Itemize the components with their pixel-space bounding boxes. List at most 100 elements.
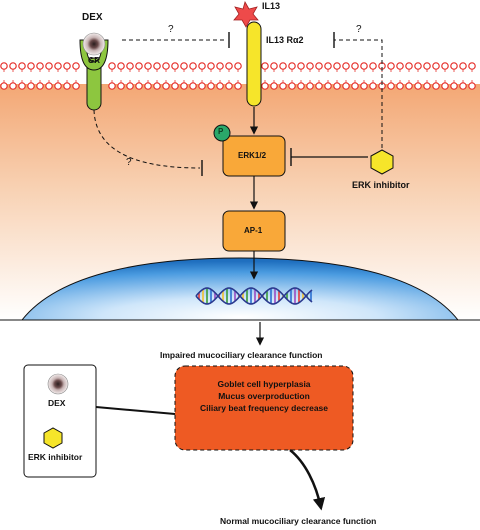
lipid-head (198, 62, 206, 70)
normal-function-label: Normal mucociliary clearance function (220, 516, 377, 526)
lipid-head (405, 62, 413, 70)
effect-ciliary: Ciliary beat frequency decrease (199, 403, 329, 413)
lipid-head (333, 62, 341, 70)
lipid-head (153, 62, 161, 70)
lipid-head (36, 62, 44, 70)
lipid-head (468, 82, 476, 90)
lipid-head (279, 62, 287, 70)
lipid-head (288, 62, 296, 70)
dex-treatment-icon (47, 373, 69, 395)
lipid-head (180, 82, 188, 90)
lipid-head (342, 82, 350, 90)
lipid-head (333, 82, 341, 90)
lipid-head (36, 82, 44, 90)
phospho-label: P (218, 127, 224, 136)
effects-list: Goblet cell hyperplasia Mucus overproduc… (175, 378, 353, 414)
lipid-head (54, 82, 62, 90)
lipid-head (162, 82, 170, 90)
dex-ligand-icon (82, 32, 106, 56)
lipid-head (387, 82, 395, 90)
lipid-head (351, 62, 359, 70)
lipid-head (45, 62, 53, 70)
lipid-head (459, 62, 467, 70)
lipid-head (45, 82, 53, 90)
lipid-head (108, 62, 116, 70)
lipid-head (144, 82, 152, 90)
lipid-head (207, 62, 215, 70)
lipid-head (234, 62, 242, 70)
lipid-head (216, 82, 224, 90)
lipid-head (387, 62, 395, 70)
lipid-head (306, 82, 314, 90)
dex-label: DEX (82, 12, 103, 23)
lipid-head (189, 62, 197, 70)
lipid-head (27, 82, 35, 90)
lipid-head (207, 82, 215, 90)
lipid-head (315, 82, 323, 90)
lipid-head (108, 82, 116, 90)
lipid-head (279, 82, 287, 90)
treatment-erk-inhibitor-label: ERK inhibitor (28, 452, 83, 462)
lipid-head (369, 62, 377, 70)
lipid-head (180, 62, 188, 70)
lipid-head (117, 82, 125, 90)
lipid-head (126, 62, 134, 70)
lipid-head (63, 82, 71, 90)
lipid-head (423, 82, 431, 90)
il13-star-icon (233, 0, 259, 28)
lipid-head (450, 82, 458, 90)
gr-label: GR (88, 56, 100, 65)
lipid-head (297, 62, 305, 70)
treatment-dex-label: DEX (48, 398, 66, 408)
lipid-head (18, 62, 26, 70)
dna-helix-icon (195, 287, 313, 305)
lipid-head (360, 62, 368, 70)
lipid-head (369, 82, 377, 90)
lipid-head (135, 62, 143, 70)
lipid-head (270, 62, 278, 70)
dashed-inhibitor-to-receptor (334, 39, 383, 148)
impaired-function-label: Impaired mucociliary clearance function (160, 350, 323, 360)
il13-receptor-label: IL13 Rα2 (266, 35, 304, 45)
lipid-head (153, 82, 161, 90)
lipid-head (306, 62, 314, 70)
lipid-head (414, 82, 422, 90)
lipid-head (27, 62, 35, 70)
lipid-head (405, 82, 413, 90)
lipid-head (63, 62, 71, 70)
lipid-head (360, 82, 368, 90)
lipid-head (126, 82, 134, 90)
lipid-head (189, 82, 197, 90)
lipid-head (288, 82, 296, 90)
dna-backbone (195, 287, 313, 305)
treatment-connector (95, 406, 176, 415)
lipid-head (423, 62, 431, 70)
erk-inhibitor-hexagon-icon (370, 149, 394, 175)
cell-membrane (0, 62, 476, 90)
lipid-head (315, 62, 323, 70)
effects-box (174, 365, 354, 451)
erk-inhibitor-label: ERK inhibitor (352, 180, 410, 190)
dashed-gr-to-erk (93, 109, 201, 169)
treatment-box (23, 364, 97, 478)
lipid-head (468, 62, 476, 70)
ap1-label: AP-1 (244, 226, 263, 235)
lipid-head (441, 62, 449, 70)
lipid-head (198, 82, 206, 90)
lipid-head (216, 62, 224, 70)
effect-goblet: Goblet cell hyperplasia (217, 379, 311, 389)
lipid-head (135, 82, 143, 90)
arrow-to-normal (289, 449, 326, 511)
question-mark-left: ? (126, 157, 132, 168)
lipid-head (414, 62, 422, 70)
lipid-head (54, 62, 62, 70)
lipid-head (117, 62, 125, 70)
lipid-head (261, 62, 269, 70)
il13-receptor (246, 21, 262, 107)
dna-backbone (195, 287, 313, 305)
erk-inhibitor-treatment-icon (43, 427, 63, 449)
lipid-head (396, 62, 404, 70)
lipid-head (9, 62, 17, 70)
lipid-head (171, 82, 179, 90)
